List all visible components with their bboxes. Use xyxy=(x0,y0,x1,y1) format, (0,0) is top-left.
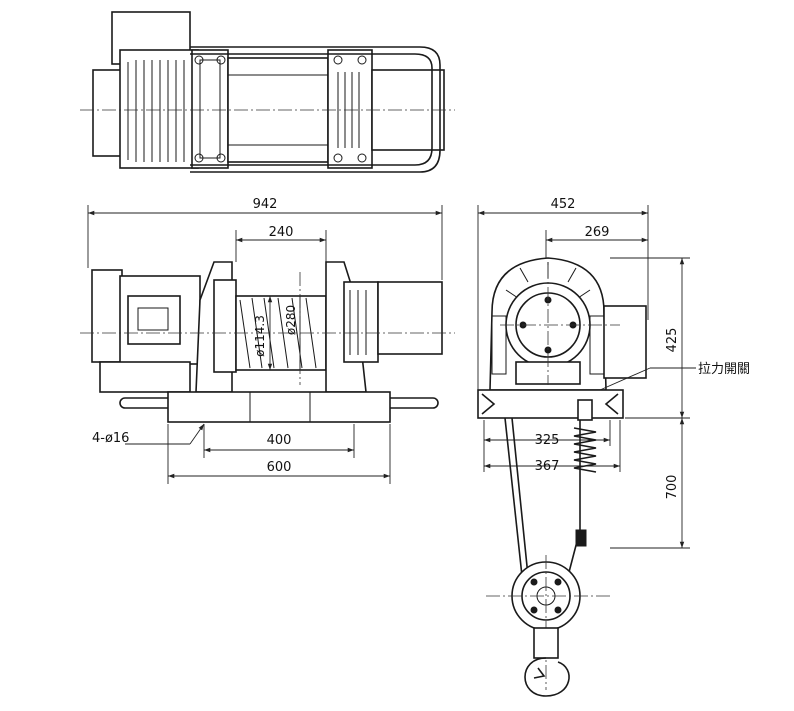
top-left-frame xyxy=(191,49,229,169)
rope-left xyxy=(504,417,523,577)
dim-942: 942 xyxy=(253,197,278,212)
limit-switch-spring xyxy=(573,399,597,547)
front-base xyxy=(167,391,391,423)
dim-240: 240 xyxy=(269,225,294,240)
label-limit-switch: 拉力開關 xyxy=(698,362,750,377)
dim-drum-inner: ø114.3 xyxy=(253,315,267,357)
dim-400: 400 xyxy=(267,433,292,448)
dim-bolt-holes: 4-ø16 xyxy=(92,431,129,446)
dim-367: 367 xyxy=(535,459,560,474)
front-motor-foot xyxy=(99,361,191,393)
top-motor-body xyxy=(119,49,199,169)
top-handle-frame xyxy=(190,46,441,173)
dim-425: 425 xyxy=(665,328,680,353)
top-view xyxy=(80,11,455,173)
dim-452: 452 xyxy=(551,197,576,212)
rope-weight xyxy=(575,529,587,547)
side-view: 452 269 425 xyxy=(477,197,750,697)
side-base xyxy=(477,389,624,419)
dim-700: 700 xyxy=(665,475,680,500)
dim-600: 600 xyxy=(267,460,292,475)
dim-269: 269 xyxy=(585,225,610,240)
top-motor-fins xyxy=(127,60,185,162)
dim-325: 325 xyxy=(535,433,560,448)
front-gearbox xyxy=(377,281,443,355)
front-view: 942 240 xyxy=(80,197,455,484)
hook xyxy=(524,657,570,697)
front-motor-end xyxy=(91,269,123,363)
front-terminal-box xyxy=(127,295,181,345)
top-right-frame xyxy=(327,49,373,169)
side-gearbox xyxy=(603,305,647,379)
hook-shank xyxy=(533,627,559,659)
dim-drum-outer: ø280 xyxy=(284,305,298,335)
